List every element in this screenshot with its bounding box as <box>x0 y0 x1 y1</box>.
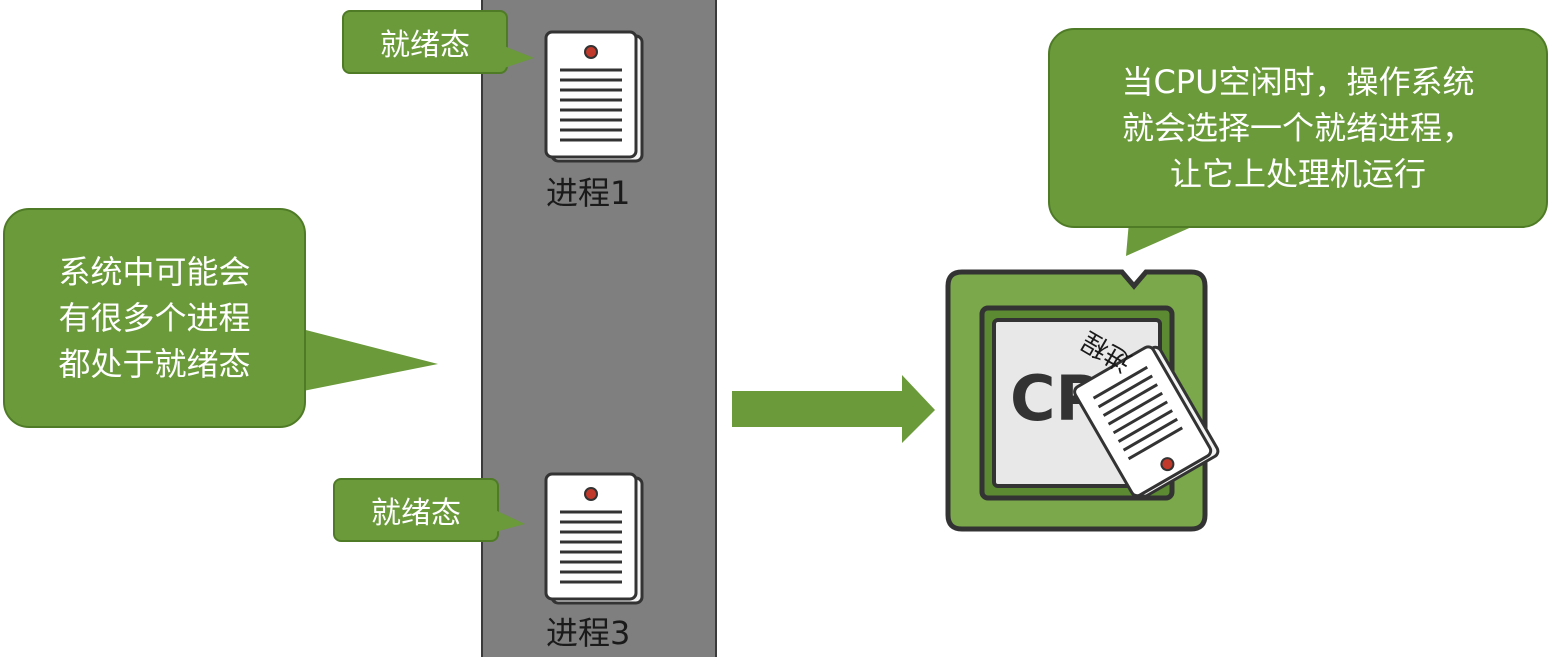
right-note-bubble: 当CPU空闲时，操作系统 就会选择一个就绪进程， 让它上处理机运行 <box>1048 28 1548 228</box>
left-note-line: 都处于就绪态 <box>58 345 251 383</box>
tag-pointer <box>495 510 525 532</box>
document-icon <box>544 30 644 163</box>
process-1-label: 进程1 <box>546 174 631 212</box>
running-process-label-svg: 进程 <box>1077 325 1137 377</box>
right-note-line: 当CPU空闲时，操作系统 <box>1121 63 1475 101</box>
left-note-line: 系统中可能会 <box>58 253 251 291</box>
document-icon <box>544 472 644 605</box>
tag-pointer <box>504 46 534 68</box>
running-process-label: 进程 <box>1077 325 1137 377</box>
right-note-line: 就会选择一个就绪进程， <box>1121 109 1474 147</box>
process-1-state-tag: 就绪态 <box>342 10 508 74</box>
left-note-pointer <box>298 328 438 392</box>
left-note-line: 有很多个进程 <box>58 299 251 337</box>
left-note-bubble: 系统中可能会 有很多个进程 都处于就绪态 <box>3 208 306 428</box>
right-arrow-icon <box>732 375 935 443</box>
process-3-label: 进程3 <box>546 614 631 652</box>
process-3-state-tag: 就绪态 <box>333 478 499 542</box>
right-note-line: 让它上处理机运行 <box>1169 155 1426 193</box>
document-icon <box>1073 345 1220 498</box>
